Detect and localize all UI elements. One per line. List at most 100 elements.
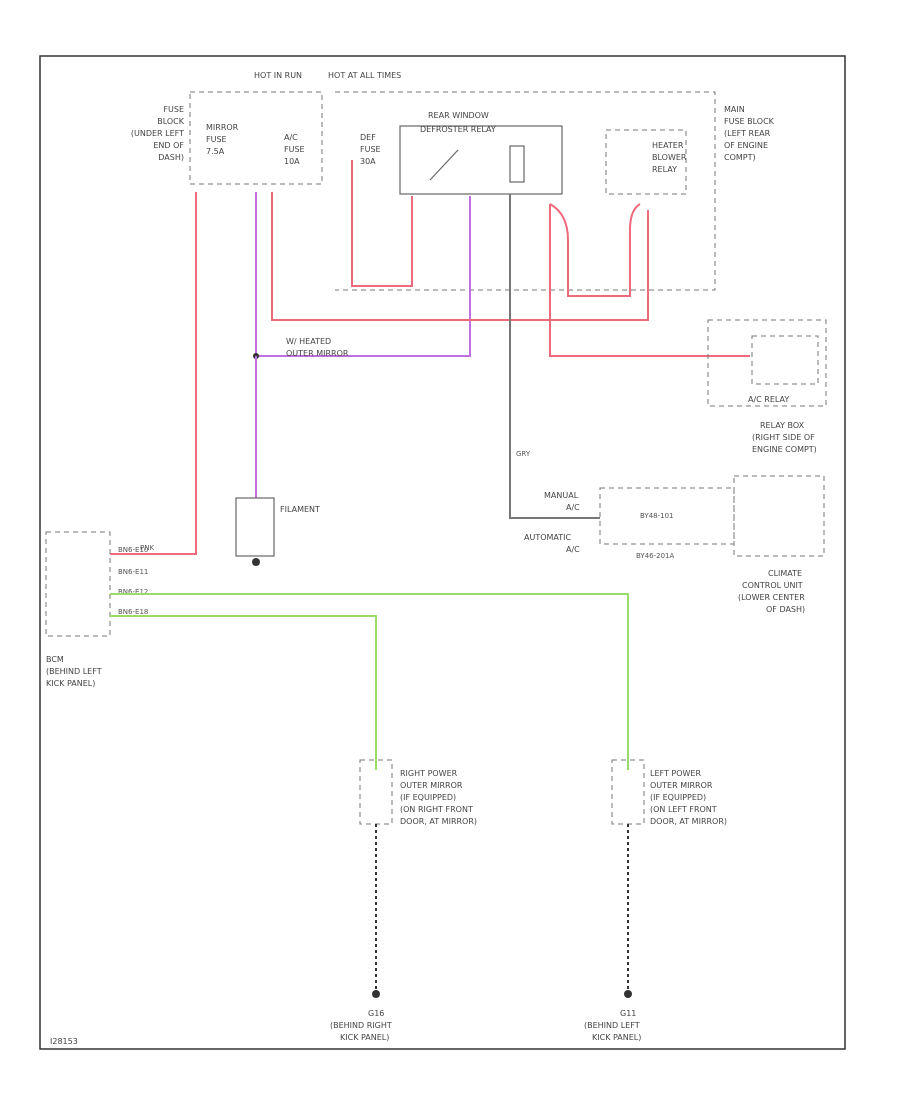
svg-text:10A: 10A <box>284 157 300 166</box>
svg-text:BLOWER: BLOWER <box>652 153 687 162</box>
ground-right-label: G16 (BEHIND RIGHT KICK PANEL) <box>330 1009 392 1042</box>
heater-blower-relay-label: HEATER BLOWER RELAY <box>652 141 687 174</box>
right-mirror-label: RIGHT POWER OUTER MIRROR (IF EQUIPPED) (… <box>400 769 477 826</box>
svg-text:KICK PANEL): KICK PANEL) <box>592 1033 641 1042</box>
svg-text:OF DASH): OF DASH) <box>766 605 805 614</box>
heater-blower-relay <box>605 129 687 195</box>
diagram-id: I28153 <box>50 1037 78 1046</box>
svg-text:RIGHT POWER: RIGHT POWER <box>400 769 458 778</box>
svg-text:A/C: A/C <box>566 545 580 554</box>
ground-left-label: G11 (BEHIND LEFT KICK PANEL) <box>584 1009 641 1042</box>
filament-label: FILAMENT <box>280 505 320 514</box>
climate-control-unit <box>733 475 825 557</box>
svg-text:RELAY: RELAY <box>652 165 677 174</box>
svg-text:(BEHIND RIGHT: (BEHIND RIGHT <box>330 1021 392 1030</box>
connector-id-1: BY48-101 <box>640 512 674 520</box>
ac-fuse: A/C FUSE 10A <box>284 133 305 166</box>
def-fuse: DEF FUSE 30A <box>360 133 381 166</box>
wire-red-acrelay <box>549 204 750 357</box>
svg-text:OF ENGINE: OF ENGINE <box>724 141 768 150</box>
ground-left <box>624 990 632 998</box>
svg-text:A/C: A/C <box>284 133 298 142</box>
connector-id-2: BY46-201A <box>636 552 674 560</box>
wire-red-loop <box>549 203 641 297</box>
svg-text:(ON RIGHT FRONT: (ON RIGHT FRONT <box>400 805 473 814</box>
svg-text:KICK PANEL): KICK PANEL) <box>46 679 95 688</box>
wire-green-left <box>110 593 629 770</box>
svg-text:FUSE: FUSE <box>163 105 184 114</box>
relay-box-label: RELAY BOX (RIGHT SIDE OF ENGINE COMPT) <box>752 421 817 454</box>
svg-text:OUTER MIRROR: OUTER MIRROR <box>650 781 713 790</box>
svg-text:(BEHIND LEFT: (BEHIND LEFT <box>46 667 102 676</box>
relay-coil <box>509 145 525 183</box>
wire-label-gray: GRY <box>516 450 531 458</box>
svg-text:BN6-E18: BN6-E18 <box>118 608 148 616</box>
svg-text:FUSE BLOCK: FUSE BLOCK <box>724 117 775 126</box>
svg-text:DASH): DASH) <box>158 153 184 162</box>
svg-text:DOOR, AT MIRROR): DOOR, AT MIRROR) <box>400 817 477 826</box>
relay-switch <box>429 149 459 181</box>
svg-text:(LEFT REAR: (LEFT REAR <box>724 129 771 138</box>
svg-text:A/C: A/C <box>566 503 580 512</box>
svg-text:(IF EQUIPPED): (IF EQUIPPED) <box>400 793 456 802</box>
fuse-block-label: FUSE BLOCK (UNDER LEFT END OF DASH) <box>131 105 185 162</box>
svg-text:G11: G11 <box>620 1009 636 1018</box>
svg-text:AUTOMATIC: AUTOMATIC <box>524 533 572 542</box>
climate-connector <box>599 487 735 545</box>
svg-text:KICK PANEL): KICK PANEL) <box>340 1033 389 1042</box>
climate-control-label: CLIMATE CONTROL UNIT (LOWER CENTER OF DA… <box>738 569 805 614</box>
svg-text:FUSE: FUSE <box>206 135 227 144</box>
wire-label-red-bcm: PNK <box>140 544 154 552</box>
bcm-pins: BN6-E10 BN6-E11 BN6-E12 BN6-E18 <box>118 546 148 616</box>
wire-green-right <box>110 615 377 770</box>
svg-text:(IF EQUIPPED): (IF EQUIPPED) <box>650 793 706 802</box>
svg-text:(BEHIND LEFT: (BEHIND LEFT <box>584 1021 640 1030</box>
filament-ground <box>252 558 260 566</box>
svg-text:BN6-E12: BN6-E12 <box>118 588 148 596</box>
svg-text:COMPT): COMPT) <box>724 153 756 162</box>
rear-window-defroster-relay <box>399 125 563 195</box>
svg-text:OUTER MIRROR: OUTER MIRROR <box>286 349 349 358</box>
svg-text:FUSE: FUSE <box>360 145 381 154</box>
relay-title-2: DEFROSTER RELAY <box>420 125 496 134</box>
relay-title-1: REAR WINDOW <box>428 111 489 120</box>
svg-text:(ON LEFT FRONT: (ON LEFT FRONT <box>650 805 717 814</box>
svg-text:END OF: END OF <box>153 141 184 150</box>
svg-text:CONTROL UNIT: CONTROL UNIT <box>742 581 803 590</box>
svg-text:G16: G16 <box>368 1009 384 1018</box>
wire-red-bcm <box>110 192 197 555</box>
main-fuse-block-box <box>335 91 716 291</box>
mirror-fuse: MIRROR FUSE 7.5A <box>206 123 239 156</box>
svg-text:HEATER: HEATER <box>652 141 684 150</box>
ground-right <box>372 990 380 998</box>
svg-text:DEF: DEF <box>360 133 376 142</box>
svg-text:ENGINE COMPT): ENGINE COMPT) <box>752 445 817 454</box>
diagram-frame <box>39 55 846 1050</box>
svg-text:MANUAL: MANUAL <box>544 491 579 500</box>
svg-text:DOOR, AT MIRROR): DOOR, AT MIRROR) <box>650 817 727 826</box>
wire-gray-climate <box>509 194 600 519</box>
svg-text:LEFT POWER: LEFT POWER <box>650 769 701 778</box>
svg-text:BLOCK: BLOCK <box>157 117 185 126</box>
svg-text:BCM: BCM <box>46 655 64 664</box>
main-fuse-block-label: MAIN FUSE BLOCK (LEFT REAR OF ENGINE COM… <box>724 105 775 162</box>
svg-text:FUSE: FUSE <box>284 145 305 154</box>
fuse-block-box <box>189 91 323 185</box>
ac-relay-box <box>751 335 819 385</box>
svg-text:7.5A: 7.5A <box>206 147 225 156</box>
left-mirror-label: LEFT POWER OUTER MIRROR (IF EQUIPPED) (O… <box>650 769 727 826</box>
manual-ac-label: MANUAL A/C <box>544 491 580 512</box>
relay-box-region <box>707 319 827 407</box>
wire-purple-ac <box>255 192 471 357</box>
wire-red-def <box>351 160 413 287</box>
svg-text:(LOWER CENTER: (LOWER CENTER <box>738 593 805 602</box>
bcm-box <box>45 531 111 637</box>
svg-text:BN6-E10: BN6-E10 <box>118 546 148 554</box>
wire-red-main <box>271 192 649 321</box>
svg-text:W/ HEATED: W/ HEATED <box>286 337 331 346</box>
filament-element <box>235 497 275 557</box>
svg-text:BN6-E11: BN6-E11 <box>118 568 148 576</box>
bcm-label: BCM (BEHIND LEFT KICK PANEL) <box>46 655 102 688</box>
hot-at-all-times-label: HOT AT ALL TIMES <box>328 71 401 80</box>
